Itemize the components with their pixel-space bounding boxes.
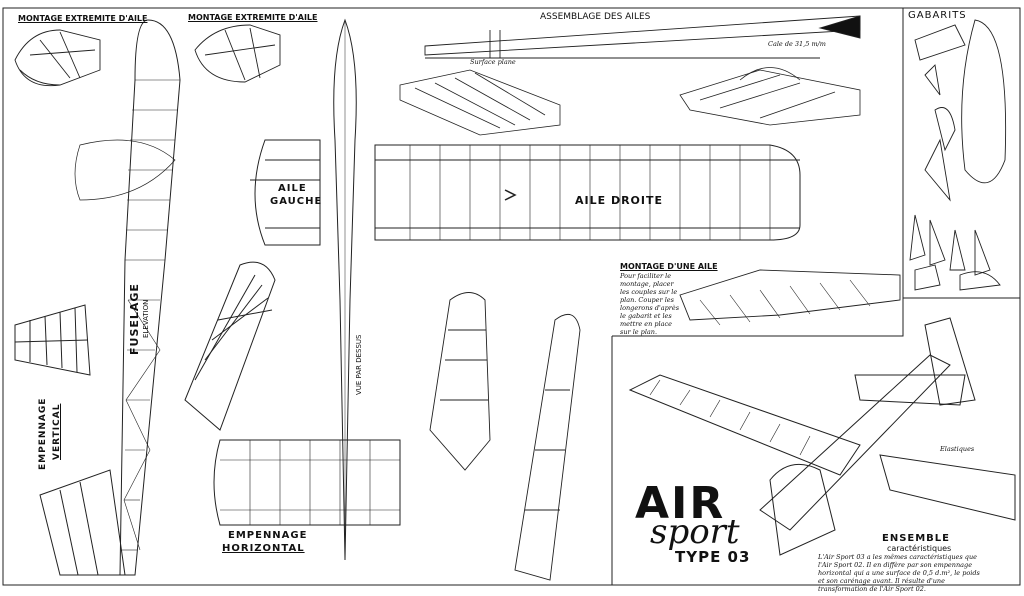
wing-assembly-title: ASSEMBLAGE DES AILES xyxy=(540,12,651,22)
ensemble-aircraft-drawing xyxy=(628,317,1016,556)
surface-plane-label: Surface plane xyxy=(470,58,516,66)
wing-tip-drawing-right xyxy=(194,24,281,83)
gabarits-title: GABARITS xyxy=(908,10,967,21)
ensemble-box-border xyxy=(612,297,1020,337)
left-wing-label-1: AILE xyxy=(278,183,307,194)
elastiques-label: Elastiques xyxy=(940,445,975,453)
right-wing-label: AILE DROITE xyxy=(575,194,664,207)
wing-mount-note: Pour faciliter le montage, placer les co… xyxy=(620,272,680,336)
fuselage-perspective-sketch-2 xyxy=(514,313,581,581)
ensemble-note: L'Air Sport 03 a les mêmes caractéristiq… xyxy=(818,553,980,593)
wing-assembly-drawing xyxy=(424,15,861,59)
wing-tip-title-right: MONTAGE EXTREMITE D'AILE xyxy=(188,13,318,22)
wing-planform-drawing xyxy=(374,144,801,241)
ensemble-title: ENSEMBLE xyxy=(882,533,951,544)
tail-fin-lower xyxy=(39,469,126,576)
vertical-tail-label-2: VERTICAL xyxy=(52,403,62,460)
ensemble-subtitle: caractéristiques xyxy=(887,544,952,553)
gabarits-templates xyxy=(909,19,1007,291)
vertical-tail-label-1: EMPENNAGE xyxy=(38,397,48,470)
fuselage-label: FUSELAGE xyxy=(128,283,141,355)
fuselage-side-view xyxy=(74,19,181,576)
brand-air: AIR xyxy=(635,478,726,529)
top-view-label: VUE PAR DESSUS xyxy=(355,334,363,395)
cale-label: Cale de 31,5 m/m xyxy=(768,40,826,48)
fuselage-sub-label: ELEVATION xyxy=(142,299,150,338)
wing-rib-sketch-1 xyxy=(399,69,561,136)
wing-mount-title: MONTAGE D'UNE AILE xyxy=(620,262,718,271)
horizontal-stabiliser-drawing xyxy=(213,439,401,526)
wing-mounting-drawing xyxy=(679,269,901,326)
brand-type: TYPE 03 xyxy=(675,548,751,566)
wing-tip-title-left: MONTAGE EXTREMITE D'AILE xyxy=(18,14,148,23)
fuselage-perspective-sketch-1 xyxy=(429,292,491,471)
horizontal-tail-label-1: EMPENNAGE xyxy=(228,530,308,541)
fuselage-top-view xyxy=(333,18,357,561)
left-wing-drawing xyxy=(250,139,321,246)
wing-rib-sketch-2 xyxy=(679,67,861,126)
wing-section-perspective xyxy=(184,261,276,431)
brand-sport: sport xyxy=(650,512,740,552)
vertical-fin-drawing xyxy=(14,304,91,376)
wing-tip-drawing-left xyxy=(14,29,101,87)
left-wing-label-2: GAUCHE xyxy=(270,196,323,207)
horizontal-tail-label-2: HORIZONTAL xyxy=(222,543,305,554)
